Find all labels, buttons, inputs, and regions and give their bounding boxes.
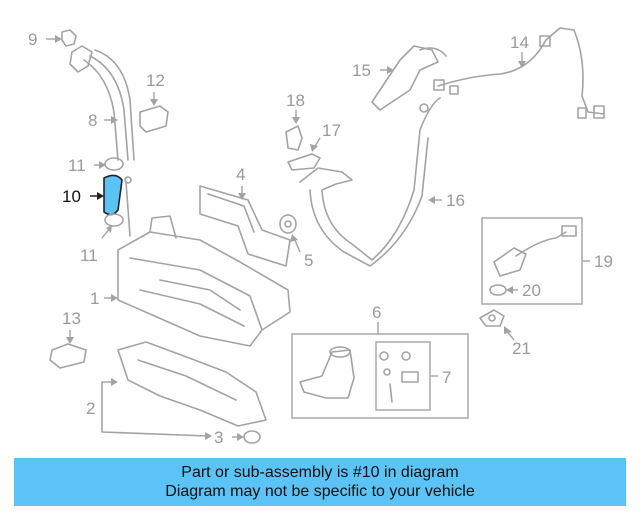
part-1-fuel-tank: [104, 176, 291, 347]
info-banner: Part or sub-assembly is #10 in diagram D…: [14, 458, 626, 506]
part-8-filler-pipe: [69, 45, 135, 161]
part-11-lower-clamp: [101, 213, 124, 239]
callout-20: 20: [522, 281, 541, 300]
callout-1: 1: [90, 289, 99, 308]
part-5-grommet: [279, 214, 301, 253]
part-13-bracket: [49, 330, 87, 369]
part-21-bracket: [479, 309, 515, 341]
part-9-clip: [46, 29, 77, 47]
part-15-bracket: [371, 45, 447, 111]
callout-21: 21: [512, 339, 531, 358]
callout-16: 16: [446, 191, 465, 210]
callout-3: 3: [214, 428, 223, 447]
callout-4: 4: [236, 165, 245, 184]
part-3-bolt: [232, 430, 261, 444]
callout-19: 19: [594, 252, 613, 271]
part-16-vent-line: [299, 97, 442, 267]
part-19-20-assembly: [481, 217, 590, 305]
part-4-heat-shield: [199, 185, 291, 267]
part-17-connector: [287, 137, 321, 171]
callout-8: 8: [88, 111, 97, 130]
part-10-hose: [90, 174, 123, 216]
part-12-bracket: [139, 92, 169, 133]
callout-7: 7: [442, 368, 451, 387]
callout-17: 17: [322, 121, 341, 140]
callout-10: 10: [62, 187, 81, 206]
callout-11-lower: 11: [80, 246, 98, 265]
part-2-skid-plate: [101, 341, 267, 440]
part-6-7-assembly: [291, 322, 469, 419]
callout-14: 14: [510, 33, 529, 52]
parts-diagram: 9 8 12 11 10 11 1 4 5 13 2 3 6 7 15 14 1…: [28, 27, 613, 447]
part-18-clip: [285, 110, 303, 151]
part-11-upper-clamp: [94, 157, 124, 171]
callout-15: 15: [352, 61, 371, 80]
part-14-harness: [433, 27, 605, 119]
callout-12: 12: [146, 71, 165, 90]
callout-11-upper: 11: [68, 156, 86, 175]
callout-18: 18: [286, 91, 305, 110]
banner-line-2: Diagram may not be specific to your vehi…: [165, 483, 475, 500]
callout-6: 6: [372, 303, 381, 322]
callout-13: 13: [62, 309, 81, 328]
callout-2: 2: [86, 399, 95, 418]
callout-5: 5: [304, 251, 313, 270]
callout-9: 9: [28, 30, 37, 49]
banner-line-1: Part or sub-assembly is #10 in diagram: [181, 464, 459, 481]
